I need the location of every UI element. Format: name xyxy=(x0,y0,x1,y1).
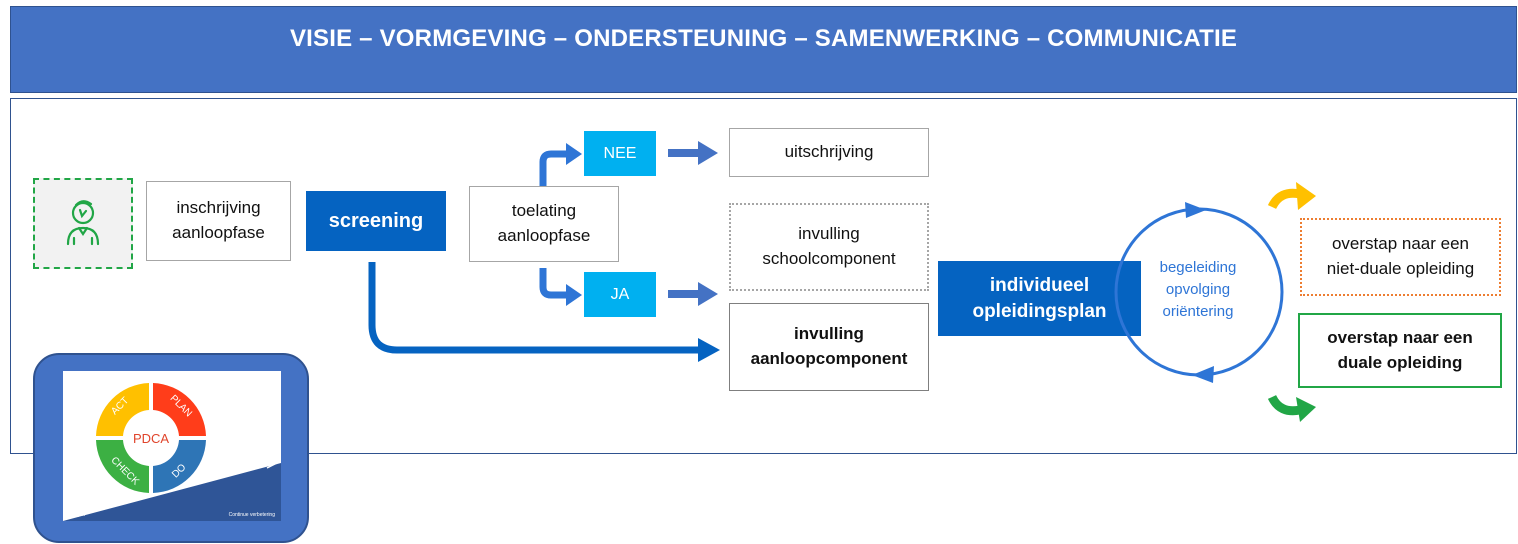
pdca-image: PDCA PLAN DO CHECK ACT Borgen Continue v… xyxy=(62,371,281,521)
flow-arrow-icon xyxy=(368,141,720,362)
page-title: VISIE – VORMGEVING – ONDERSTEUNING – SAM… xyxy=(289,25,1238,52)
ja-box: JA xyxy=(584,272,656,317)
header-banner: VISIE – VORMGEVING – ONDERSTEUNING – SAM… xyxy=(10,6,1517,93)
iop-box: individueel opleidingsplan xyxy=(938,261,1141,336)
screening-box: screening xyxy=(306,191,446,251)
yellow-arrow-icon xyxy=(1267,182,1316,210)
pdca-right-label: Continue verbetering xyxy=(229,512,276,518)
cycle-label: begeleiding opvolging oriëntering xyxy=(1159,259,1237,320)
pdca-center-label: PDCA xyxy=(133,431,169,446)
toelating-box: toelating aanloopfase xyxy=(469,186,619,262)
student-box xyxy=(33,178,133,269)
duaal-box: overstap naar een duale opleiding xyxy=(1298,313,1502,388)
pdca-cycle-icon: PDCA PLAN DO CHECK ACT Borgen Continue v… xyxy=(62,383,281,521)
aanloopcomponent-box: invulling aanloopcomponent xyxy=(729,303,929,391)
schoolcomponent-box: invulling schoolcomponent xyxy=(729,203,929,291)
person-icon xyxy=(66,200,100,246)
uitschrijving-box: uitschrijving xyxy=(729,128,929,177)
niet-duaal-box: overstap naar een niet-duale opleiding xyxy=(1300,218,1501,296)
pdca-card: PDCA PLAN DO CHECK ACT Borgen Continue v… xyxy=(33,353,309,543)
cycle-circle xyxy=(1114,202,1284,383)
pdca-left-label: Borgen xyxy=(69,512,85,518)
green-arrow-icon xyxy=(1267,394,1316,422)
nee-box: NEE xyxy=(584,131,656,176)
inschrijving-box: inschrijving aanloopfase xyxy=(146,181,291,261)
